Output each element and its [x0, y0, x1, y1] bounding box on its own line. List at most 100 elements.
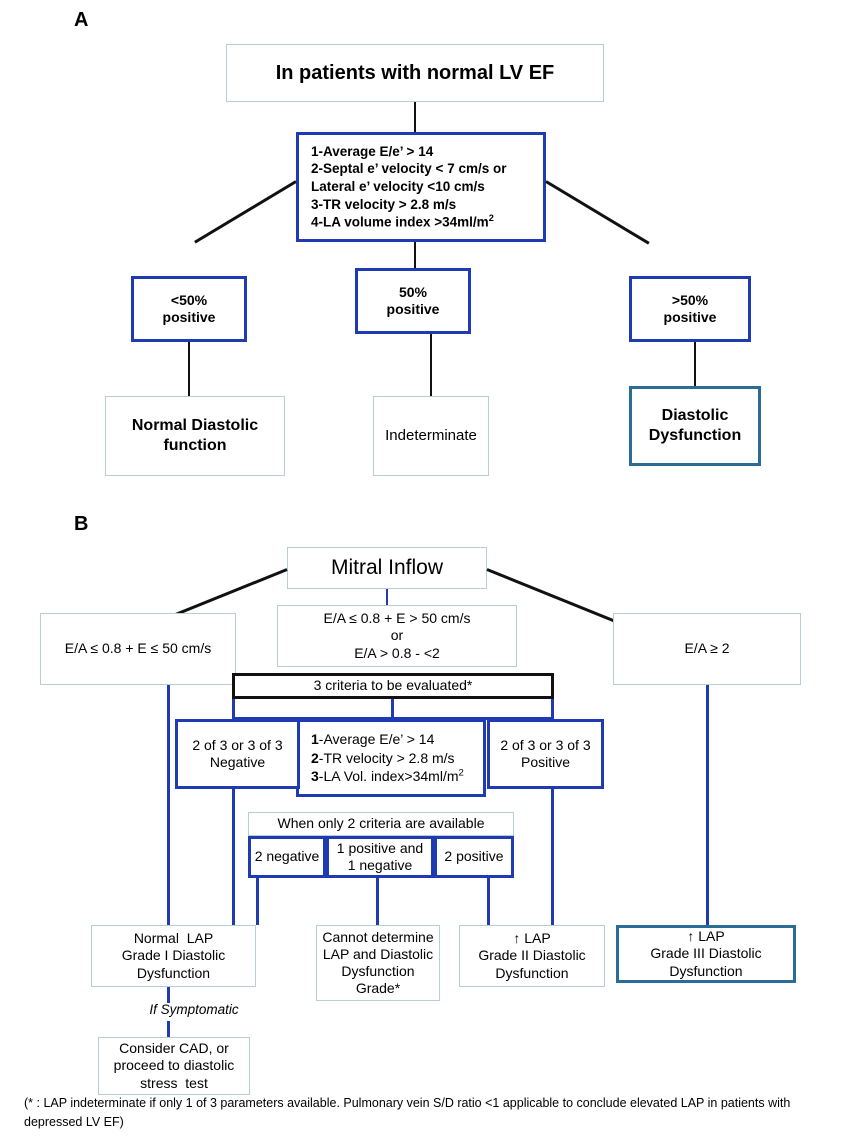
branch-pct-sub: positive: [162, 309, 216, 325]
stress-line: Consider CAD, or: [119, 1040, 229, 1057]
outcome-line: Dysfunction: [669, 962, 743, 979]
result-line: function: [163, 437, 227, 454]
outcome-line: Normal LAP: [133, 930, 214, 947]
panel-a-result-box-normal: Normal Diastolic function: [105, 396, 285, 476]
panel-a-branch-box-right: >50% positive: [629, 276, 751, 342]
criteria-text: -TR velocity > 2.8 m/s: [318, 749, 455, 766]
connector-b-cell1-down: [256, 878, 259, 925]
branch-pct-sub: positive: [386, 301, 440, 317]
cell-line: 1 negative: [347, 857, 413, 873]
criteria-line: 3-TR velocity > 2.8 m/s: [311, 196, 457, 212]
middle-branch-line: E/A > 0.8 - <2: [354, 644, 440, 661]
outcome-line: Grade II Diastolic: [478, 947, 586, 964]
outcome-line: ↑ LAP: [687, 928, 725, 945]
panel-b-right-branch-box: E/A ≥ 2: [613, 613, 801, 685]
outcome-line: Grade*: [355, 980, 401, 997]
middle-branch-line: or: [390, 627, 404, 644]
panel-b-left-branch-box: E/A ≤ 0.8 + E ≤ 50 cm/s: [40, 613, 236, 685]
criteria-row: 3-LA Vol. index>34ml/m2: [311, 767, 464, 785]
result-line: Normal Diastolic: [131, 417, 259, 435]
negative-line: 2 of 3 or 3 of 3: [192, 736, 283, 753]
panel-b-label: B: [74, 513, 89, 535]
connector-b-cell3-down: [487, 878, 490, 925]
outcome-line: LAP and Diastolic: [322, 945, 434, 962]
middle-branch-line: E/A ≤ 0.8 + E > 50 cm/s: [323, 610, 471, 627]
panel-b-two-criteria-cell-negative: 2 negative: [248, 836, 326, 878]
outcome-line: Dysfunction: [495, 964, 569, 981]
stress-line: proceed to diastolic: [113, 1057, 235, 1074]
panel-b-outcome-box-grade2: ↑ LAP Grade II Diastolic Dysfunction: [459, 925, 605, 987]
connector-a-right-diagonal: [545, 180, 650, 245]
outcome-line: Grade III Diastolic: [650, 945, 762, 962]
connector-b-symptomatic-down2: [167, 1021, 170, 1037]
connector-b-bar-left-drop: [232, 699, 235, 719]
panel-a-branch-box-left: <50% positive: [131, 276, 247, 342]
connector-b-left-long-vertical: [167, 685, 170, 925]
connector-b-cell2-down: [376, 878, 379, 925]
connector-a-title-to-criteria: [414, 102, 416, 132]
branch-pct-sub: positive: [663, 309, 717, 325]
connector-b-bar-right-drop: [551, 699, 554, 719]
panel-a-branch-box-middle: 50% positive: [355, 268, 471, 334]
negative-line: Negative: [209, 754, 266, 770]
panel-b-positive-box: 2 of 3 or 3 of 3 Positive: [487, 719, 604, 789]
result-line: Dysfunction: [648, 427, 742, 444]
connector-b-right-long-vertical: [706, 685, 709, 925]
criteria-row: 1-Average E/e’ > 14: [311, 730, 434, 748]
outcome-line: ↑ LAP: [513, 930, 551, 947]
branch-pct: <50%: [170, 291, 208, 308]
outcome-line: Cannot determine: [322, 928, 434, 945]
criteria-text: -LA Vol. index>34ml/m2: [318, 767, 464, 785]
outcome-line: Dysfunction: [341, 963, 415, 979]
panel-b-negative-box: 2 of 3 or 3 of 3 Negative: [175, 719, 300, 789]
cell-line: 1 positive and: [336, 839, 424, 856]
positive-line: 2 of 3 or 3 of 3: [500, 736, 591, 753]
branch-pct: >50%: [671, 291, 709, 308]
criteria-text: -Average E/e’ > 14: [318, 731, 435, 748]
connector-a-middle-down: [430, 334, 432, 396]
panel-b-outcome-box-grade3: ↑ LAP Grade III Diastolic Dysfunction: [616, 925, 796, 983]
outcome-line: Grade I Diastolic: [121, 947, 226, 964]
panel-b-if-symptomatic-label: If Symptomatic: [149, 1002, 239, 1017]
connector-b-root-middle: [386, 589, 388, 605]
panel-b-stress-test-box: Consider CAD, or proceed to diastolic st…: [98, 1037, 250, 1095]
criteria-number: 3: [311, 768, 319, 785]
criteria-row: 2-TR velocity > 2.8 m/s: [311, 749, 455, 767]
criteria-number: 2: [311, 749, 319, 766]
panel-a-criteria-box: 1-Average E/e’ > 14 2-Septal e’ velocity…: [296, 132, 546, 242]
panel-b-outcome-box-normal: Normal LAP Grade I Diastolic Dysfunction: [91, 925, 256, 987]
connector-a-right-down: [694, 342, 696, 386]
figure-footnote: (* : LAP indeterminate if only 1 of 3 pa…: [24, 1096, 791, 1130]
panel-b-two-criteria-header: When only 2 criteria are available: [248, 812, 514, 836]
panel-b-outcome-box-cannot-determine: Cannot determine LAP and Diastolic Dysfu…: [316, 925, 440, 1001]
stress-line: stress test: [140, 1074, 208, 1091]
outcome-line: Dysfunction: [136, 964, 211, 981]
result-line: Diastolic: [661, 407, 729, 425]
branch-pct: 50%: [398, 283, 428, 300]
connector-a-left-diagonal: [194, 180, 297, 244]
panel-b-criteria-bar: 3 criteria to be evaluated*: [232, 673, 554, 699]
criteria-line: 1-Average E/e’ > 14: [311, 143, 434, 159]
connector-a-middle-vertical: [414, 242, 416, 276]
panel-b-root-box: Mitral Inflow: [287, 547, 487, 589]
connector-b-symptomatic-down1: [167, 987, 170, 1003]
connector-a-left-down: [188, 342, 190, 396]
connector-b-bar-to-criteria: [391, 699, 394, 719]
connector-b-bar-right-feed: [391, 717, 554, 720]
positive-line: Positive: [520, 754, 571, 770]
criteria-line: 2-Septal e’ velocity < 7 cm/s or: [311, 161, 507, 177]
criteria-line: Lateral e’ velocity <10 cm/s: [311, 178, 485, 194]
panel-b-criteria-box: 1-Average E/e’ > 14 2-TR velocity > 2.8 …: [296, 719, 486, 797]
connector-b-bar-left-feed: [232, 717, 392, 720]
panel-a-result-box-dysfunction: Diastolic Dysfunction: [629, 386, 761, 466]
panel-b-two-criteria-cell-positive: 2 positive: [434, 836, 514, 878]
panel-b-two-criteria-cell-mixed: 1 positive and 1 negative: [326, 836, 434, 878]
criteria-number: 1: [311, 731, 319, 748]
criteria-line: 4-LA volume index >34ml/m2: [311, 213, 494, 230]
connector-b-negative-down: [232, 789, 235, 925]
panel-a-result-box-indeterminate: Indeterminate: [373, 396, 489, 476]
panel-a-label: A: [74, 9, 89, 31]
panel-a-title-box: In patients with normal LV EF: [226, 44, 604, 102]
connector-b-positive-down: [551, 789, 554, 925]
